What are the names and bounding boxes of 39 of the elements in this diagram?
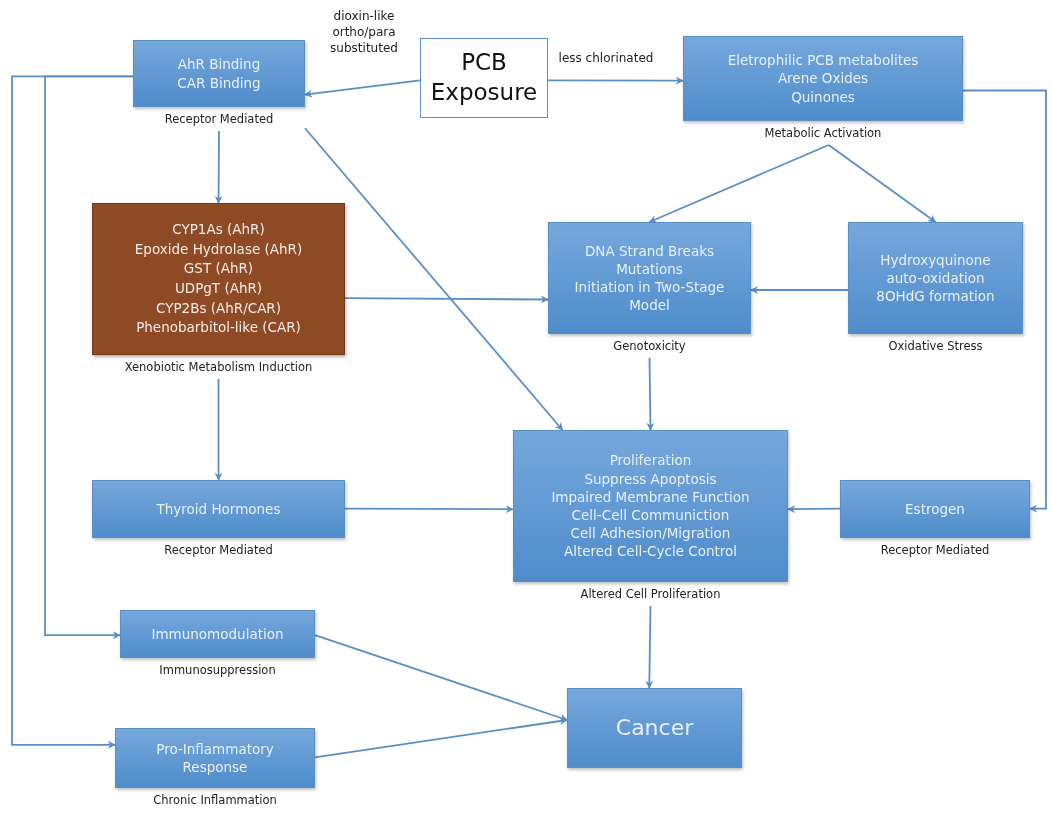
node-caption: Genotoxicity xyxy=(612,338,687,355)
process-box: Thyroid Hormones xyxy=(92,480,345,538)
process-box: Proliferation Suppress Apoptosis Impaired Membrane Function Cell-Cell Communiction Cell Adhesion/Migration Altered Cell-Cycle Control xyxy=(513,430,788,582)
process-box: Hydroxyquinone auto-oxidation 8OHdG formation xyxy=(848,222,1023,334)
arrow xyxy=(547,76,684,85)
arrow xyxy=(11,75,134,749)
process-box: Pro-Inflammatory Response xyxy=(115,728,315,788)
node-caption: Xenobiotic Metabolism Induction xyxy=(123,359,314,376)
induction-box: CYP1As (AhR) Epoxide Hydrolase (AhR) GST (AhR) UDPgT (AhR) CYP2Bs (AhR/CAR) Phenobarbitol-like (CAR) xyxy=(92,203,345,355)
arrow xyxy=(214,130,223,204)
process-box: Eletrophilic PCB metabolites Arene Oxides Quinones xyxy=(683,36,963,121)
node-caption: Receptor Mediated xyxy=(163,111,275,128)
arrow xyxy=(344,295,549,304)
arrow xyxy=(214,378,223,481)
arrow xyxy=(648,144,830,223)
node-caption: Altered Cell Proliferation xyxy=(579,586,722,603)
process-box: Estrogen xyxy=(840,480,1030,538)
process-box: DNA Strand Breaks Mutations Initiation in Two-Stage Model xyxy=(548,222,751,334)
node-caption: Chronic Inflammation xyxy=(152,792,278,809)
node-caption: Metabolic Activation xyxy=(763,125,883,142)
arrow xyxy=(314,634,568,722)
arrow xyxy=(344,505,514,514)
node-caption: Receptor Mediated xyxy=(879,542,991,559)
arrow xyxy=(962,89,1047,513)
node-caption: Oxidative Stress xyxy=(887,338,984,355)
arrow xyxy=(646,357,655,431)
process-box: AhR Binding CAR Binding xyxy=(133,40,305,107)
process-box: Cancer xyxy=(567,688,742,768)
process-box: PCB Exposure xyxy=(420,38,548,118)
arrow xyxy=(750,286,849,294)
node-caption: Immunosuppression xyxy=(158,662,277,679)
arrow xyxy=(827,144,937,223)
arrow xyxy=(304,127,564,431)
arrow xyxy=(314,717,568,759)
arrow xyxy=(787,505,841,514)
process-box: Immunomodulation xyxy=(120,610,315,658)
arrow xyxy=(645,605,654,689)
node-caption: Receptor Mediated xyxy=(163,542,274,559)
arrow xyxy=(304,79,421,98)
